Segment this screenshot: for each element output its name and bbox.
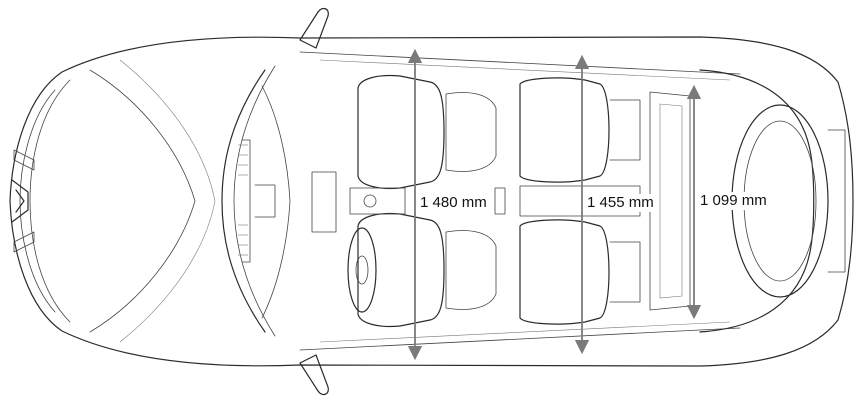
front-seat-passenger <box>357 74 497 190</box>
rear-seat-left <box>519 77 641 183</box>
rear-width-label: 1 455 mm <box>585 194 656 212</box>
front-seat-driver <box>357 212 497 328</box>
rear-window <box>699 69 815 333</box>
dashboard <box>261 85 291 319</box>
windscreen <box>221 69 266 333</box>
boot-width-label: 1 099 mm <box>698 192 769 210</box>
front-logo-icon <box>11 149 35 253</box>
rear-seat-right <box>519 219 641 325</box>
left-mirror <box>299 7 329 49</box>
steering-wheel-icon <box>347 227 377 313</box>
centre-console <box>311 171 506 233</box>
right-mirror <box>299 354 329 396</box>
front-width-label: 1 480 mm <box>418 194 489 212</box>
car-body-outline <box>9 36 854 367</box>
